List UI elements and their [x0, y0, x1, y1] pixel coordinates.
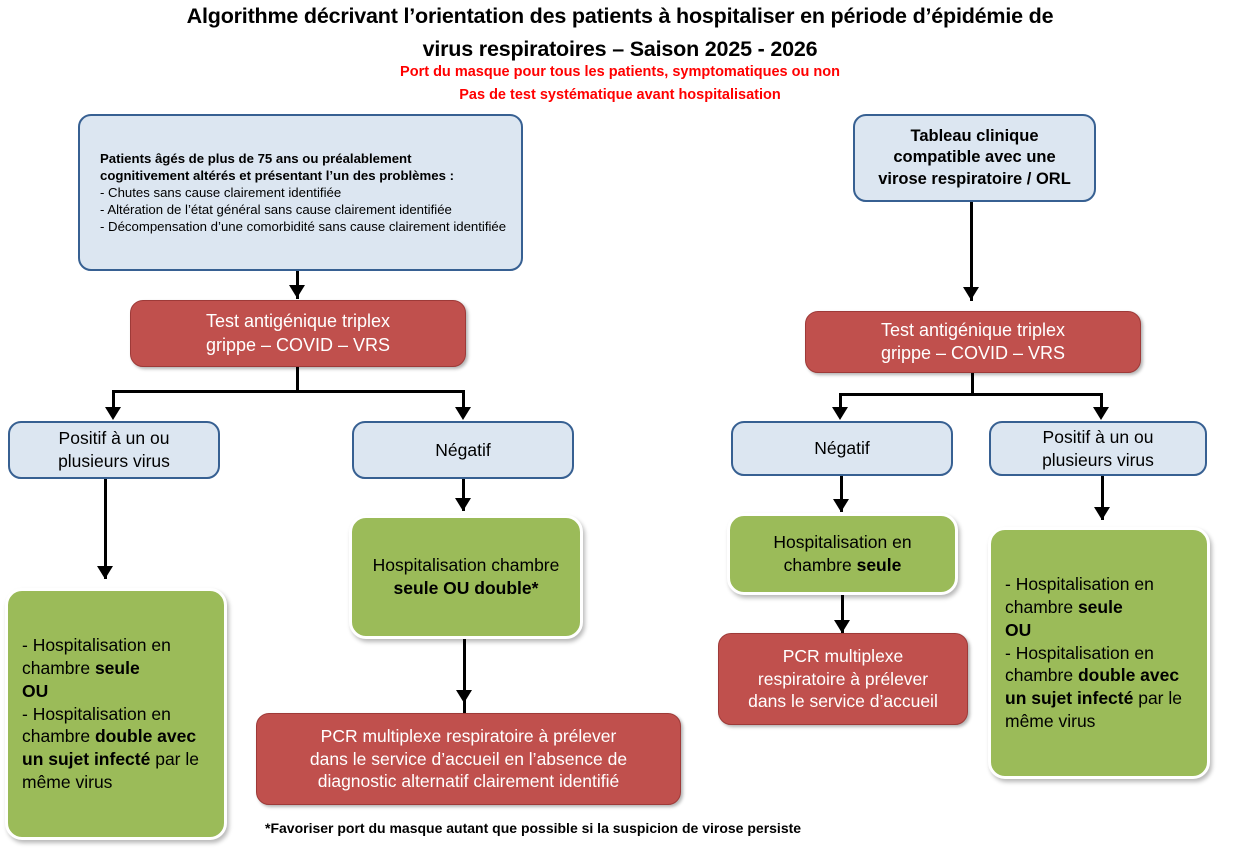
arrowhead-left-negative-to-outcome [455, 498, 471, 511]
left-outcome-seg-4: - Hospitalisation en chambre [22, 703, 171, 747]
left-outcome-seg-2: seule [94, 658, 140, 679]
connector-right-outcome-to-pcr [841, 595, 844, 633]
left-neg-outcome-seg-1: Hospitalisation chambre [372, 555, 560, 576]
right-pcr-line-3: dans le service d’accueil [748, 691, 938, 712]
connector-right-positive-to-outcome [1101, 476, 1104, 520]
left-outcome-seg-1: - Hospitalisation en chambre [22, 635, 171, 679]
left-neg-outcome-seg-2: seule OU double* [393, 578, 539, 598]
right-positive-box[interactable]: Positif à un ou plusieurs virus [989, 421, 1207, 476]
footnote: *Favoriser port du masque autant que pos… [265, 820, 802, 836]
left-negative-outcome-box[interactable]: Hospitalisation chambre seule OU double* [349, 515, 583, 639]
right-negative-box[interactable]: Négatif [731, 421, 953, 476]
left-negative-label: Négatif [435, 439, 491, 460]
left-positive-line-1: Positif à un ou [58, 428, 170, 449]
left-pcr-line-1: PCR multiplexe respiratoire à prélever [320, 725, 617, 746]
subtitle-no-systematic-test: Pas de test systématique avant hospitali… [459, 87, 781, 103]
left-test-box[interactable]: Test antigénique triplex grippe – COVID … [130, 300, 466, 367]
left-outcome-seg-5: double avec un sujet infecté [22, 726, 197, 770]
right-clinical-box[interactable]: Tableau clinique compatible avec une vir… [853, 114, 1096, 202]
connector-right-test-to-negative [839, 393, 842, 417]
left-positive-box[interactable]: Positif à un ou plusieurs virus [8, 421, 220, 479]
right-neg-outcome-seg-1: Hospitalisation en chambre [773, 532, 912, 575]
connector-left-positive-to-outcome [104, 479, 107, 579]
right-pcr-line-2: respiratoire à prélever [757, 668, 929, 689]
right-positive-line-1: Positif à un ou [1042, 426, 1154, 447]
connector-left-test-stem [296, 367, 299, 392]
arrowhead-left-positive-to-outcome [97, 566, 113, 579]
left-criteria-heading-line-1: Patients âgés de plus de 75 ans ou préal… [100, 150, 412, 166]
right-outcome-seg-4: - Hospitalisation en chambre [1005, 642, 1154, 686]
arrowhead-right-clinical-to-test [963, 287, 979, 300]
left-criteria-bullet-3: - Décompensation d’une comorbidité sans … [100, 219, 507, 235]
connector-right-test-split [839, 393, 1103, 396]
left-positive-outcome-box[interactable]: - Hospitalisation en chambre seule OU - … [5, 588, 227, 840]
arrowhead-right-test-to-negative [832, 407, 848, 420]
left-test-line-2: grippe – COVID – VRS [205, 334, 391, 355]
right-clinical-line-3: virose respiratoire / ORL [878, 169, 1071, 188]
left-outcome-seg-3: OU [22, 680, 49, 701]
connector-left-test-to-negative [462, 390, 465, 417]
right-negative-outcome-box[interactable]: Hospitalisation en chambre seule [727, 513, 958, 595]
right-test-box[interactable]: Test antigénique triplex grippe – COVID … [805, 311, 1141, 373]
connector-right-clinical-to-test [970, 202, 973, 301]
right-test-line-2: grippe – COVID – VRS [880, 343, 1066, 363]
right-clinical-line-1: Tableau clinique [910, 126, 1039, 145]
left-outcome-seg-6: par le même virus [22, 749, 199, 792]
page-title: Algorithme décrivant l’orientation des p… [120, 0, 1120, 66]
arrowhead-left-test-to-negative [455, 407, 471, 420]
arrowhead-right-outcome-to-pcr [834, 620, 850, 633]
subtitle-mask-rule: Port du masque pour tous les patients, s… [400, 64, 840, 80]
right-outcome-seg-3: OU [1005, 619, 1032, 640]
page-title-line-2: virus respiratoires – Saison 2025 - 2026 [422, 37, 818, 61]
left-positive-line-2: plusieurs virus [58, 451, 170, 471]
right-pcr-box[interactable]: PCR multiplexe respiratoire à prélever d… [718, 633, 968, 725]
left-criteria-heading-line-2: cognitivement altérés et présentant l’un… [100, 167, 454, 183]
right-test-line-1: Test antigénique triplex [880, 319, 1066, 340]
right-outcome-seg-5: double avec un sujet infecté [1005, 665, 1180, 709]
connector-left-outcome-to-pcr [463, 639, 466, 716]
arrowhead-right-test-to-positive [1093, 407, 1109, 420]
left-pcr-line-3: diagnostic alternatif clairement identif… [317, 771, 620, 792]
page-title-line-1: Algorithme décrivant l’orientation des p… [186, 4, 1054, 28]
connector-right-negative-to-outcome [840, 476, 843, 512]
left-negative-box[interactable]: Négatif [352, 421, 574, 479]
arrowhead-right-negative-to-outcome [833, 499, 849, 512]
arrowhead-left-outcome-to-pcr [456, 690, 472, 703]
arrowhead-left-test-to-positive [105, 407, 121, 420]
right-positive-line-2: plusieurs virus [1042, 449, 1154, 470]
right-clinical-line-2: compatible avec une [893, 148, 1056, 167]
connector-left-negative-to-outcome [462, 479, 465, 511]
connector-right-test-to-positive [1100, 393, 1103, 417]
arrowhead-right-positive-to-outcome [1094, 507, 1110, 520]
right-neg-outcome-seg-2: seule [856, 555, 902, 575]
right-outcome-seg-1: - Hospitalisation en chambre [1005, 574, 1154, 618]
right-outcome-seg-6: par le même virus [1005, 688, 1182, 731]
left-criteria-bullet-2: - Altération de l’état général sans caus… [100, 202, 452, 218]
arrowhead-left-criteria-to-test [289, 285, 305, 298]
left-criteria-box[interactable]: Patients âgés de plus de 75 ans ou préal… [78, 114, 523, 271]
right-pcr-line-1: PCR multiplexe [782, 645, 904, 666]
connector-right-test-stem [971, 373, 974, 395]
left-criteria-bullet-1: - Chutes sans cause clairement identifié… [100, 184, 342, 200]
left-pcr-line-2: dans le service d’accueil en l’absence d… [309, 748, 628, 769]
right-positive-outcome-box[interactable]: - Hospitalisation en chambre seule OU - … [988, 527, 1210, 779]
left-pcr-box[interactable]: PCR multiplexe respiratoire à prélever d… [256, 713, 681, 805]
right-outcome-seg-2: seule [1077, 597, 1123, 618]
connector-left-test-split [112, 390, 465, 393]
left-test-line-1: Test antigénique triplex [205, 311, 391, 332]
connector-left-test-to-positive [112, 390, 115, 417]
right-negative-label: Négatif [814, 438, 870, 459]
